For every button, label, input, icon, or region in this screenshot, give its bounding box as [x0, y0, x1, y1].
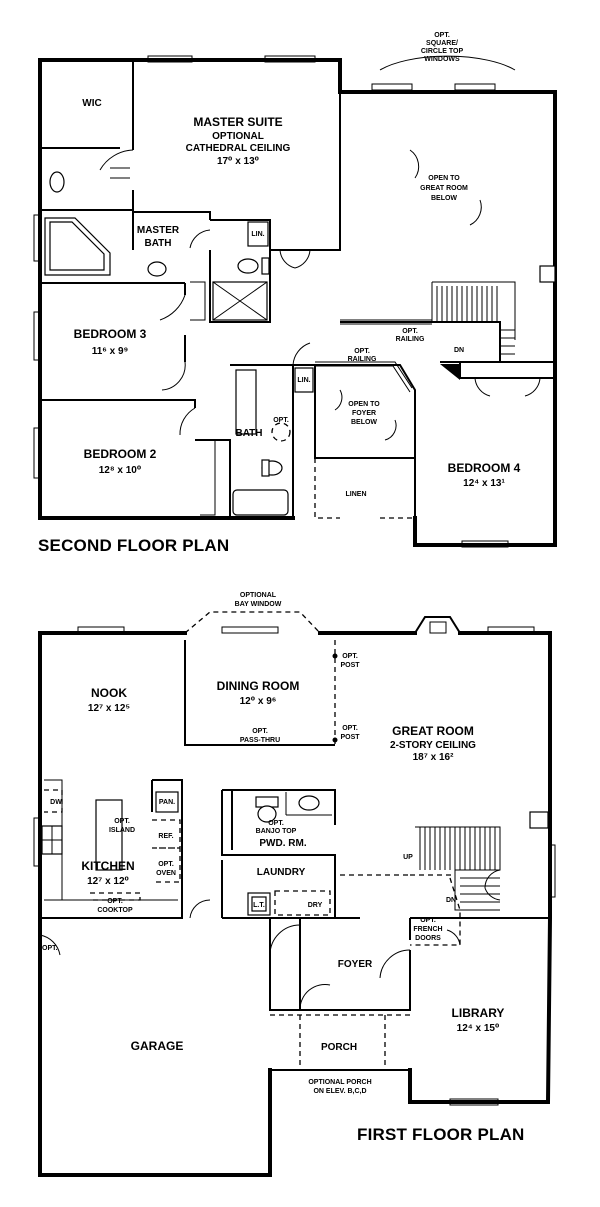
note-french-doors-1: OPT. — [420, 917, 436, 924]
label-ref: REF. — [158, 833, 173, 840]
label-porch: PORCH — [321, 1042, 357, 1053]
window — [221, 626, 279, 634]
label-dry: DRY — [308, 902, 323, 909]
note-opt-post-1a: OPT. — [342, 653, 358, 660]
label-bath: BATH — [235, 428, 262, 439]
note-opt-railing-1b: RAILING — [396, 336, 425, 343]
label-bedroom-3: BEDROOM 3 — [74, 327, 147, 341]
note-opt-post-2b: POST — [340, 734, 360, 741]
note-open-great-room-1: OPEN TO — [428, 175, 460, 182]
label-pan: PAN. — [159, 799, 175, 806]
sink-fixture — [49, 171, 65, 193]
note-open-great-room-3: BELOW — [431, 195, 457, 202]
label-great-room-dim: 18⁷ x 16² — [413, 752, 454, 763]
label-bedroom-2: BEDROOM 2 — [84, 447, 157, 461]
label-bedroom-4: BEDROOM 4 — [448, 461, 521, 475]
note-opt-railing-2b: RAILING — [348, 356, 377, 363]
label-linen: LINEN — [346, 491, 367, 498]
label-library: LIBRARY — [452, 1006, 505, 1020]
note-pass-thru-1: OPT. — [252, 728, 268, 735]
sink-fixture — [147, 261, 167, 277]
label-dining-room: DINING ROOM — [217, 679, 300, 693]
note-opt-tub: OPT. — [273, 417, 289, 424]
note-garage-opt: OPT. — [42, 945, 58, 952]
note-bay-window-2: BAY WINDOW — [235, 601, 282, 608]
label-master-suite: MASTER SUITE — [193, 115, 282, 129]
label-master-bath-2: BATH — [144, 238, 171, 249]
label-lin-2: LIN. — [297, 377, 310, 384]
note-square-windows-4: WINDOWS — [424, 56, 460, 63]
window — [371, 83, 413, 91]
stair-newel-post — [529, 811, 549, 829]
note-opt-island-2: ISLAND — [109, 827, 135, 834]
note-optional-porch-2: ON ELEV. B,C,D — [313, 1088, 366, 1095]
label-kitchen-dim: 12⁷ x 12⁰ — [87, 876, 129, 887]
note-opt-post-1b: POST — [340, 662, 360, 669]
tub-fixture — [232, 489, 289, 516]
label-lin-1: LIN. — [251, 231, 264, 238]
label-nook-dim: 12⁷ x 12⁵ — [88, 703, 130, 714]
note-french-doors-3: DOORS — [415, 935, 441, 942]
first-floor-title: FIRST FLOOR PLAN — [357, 1125, 525, 1144]
window — [454, 83, 496, 91]
note-opt-island-1: OPT. — [114, 818, 130, 825]
label-dining-room-dim: 12⁰ x 9⁶ — [240, 696, 277, 707]
label-wic: WIC — [82, 98, 101, 109]
label-great-room: GREAT ROOM — [392, 724, 474, 738]
note-open-foyer-2: FOYER — [352, 410, 376, 417]
second-floor-title: SECOND FLOOR PLAN — [38, 536, 229, 555]
note-square-windows-3: CIRCLE TOP — [421, 48, 464, 55]
label-foyer: FOYER — [338, 959, 373, 970]
note-pass-thru-2: PASS-THRU — [240, 737, 280, 744]
kitchen-island — [95, 799, 123, 871]
label-garage: GARAGE — [131, 1039, 184, 1053]
note-opt-railing-1a: OPT. — [402, 328, 418, 335]
note-dn-first-floor: DN — [446, 897, 456, 904]
sink-fixture — [298, 795, 320, 811]
label-nook: NOOK — [91, 686, 127, 700]
label-kitchen: KITCHEN — [81, 859, 134, 873]
note-opt-post-2a: OPT. — [342, 725, 358, 732]
label-master-bath-1: MASTER — [137, 225, 180, 236]
note-opt-oven-2: OVEN — [156, 870, 176, 877]
label-lt: L.T. — [253, 902, 265, 909]
note-opt-railing-2a: OPT. — [354, 348, 370, 355]
note-open-foyer-1: OPEN TO — [348, 401, 380, 408]
label-great-room-note: 2-STORY CEILING — [390, 740, 476, 751]
second-floor-plan — [33, 55, 557, 548]
note-up: UP — [403, 854, 413, 861]
label-master-suite-dim: 17⁰ x 13⁰ — [217, 156, 259, 167]
label-bedroom-2-dim: 12⁸ x 10⁰ — [99, 465, 141, 476]
opt-tub-marker — [271, 422, 291, 442]
note-dn-second-floor: DN — [454, 347, 464, 354]
label-laundry: LAUNDRY — [257, 867, 306, 878]
note-banjo-top-2: BANJO TOP — [256, 828, 297, 835]
label-bedroom-3-dim: 11⁶ x 9⁹ — [92, 346, 129, 357]
note-bay-window-1: OPTIONAL — [240, 592, 277, 599]
toilet-fixture — [237, 258, 259, 274]
stair-newel-post — [539, 265, 556, 283]
note-optional-porch-1: OPTIONAL PORCH — [308, 1079, 371, 1086]
note-open-great-room-2: GREAT ROOM — [420, 185, 468, 192]
label-master-suite-note-2: CATHEDRAL CEILING — [186, 143, 291, 154]
label-bedroom-4-dim: 12⁴ x 13¹ — [463, 478, 505, 489]
first-floor-plan — [33, 611, 556, 1177]
note-french-doors-2: FRENCH — [413, 926, 442, 933]
note-square-windows-2: SQUARE/ — [426, 40, 458, 47]
label-library-dim: 12⁴ x 15⁰ — [457, 1023, 500, 1034]
note-opt-oven-1: OPT. — [158, 861, 174, 868]
toilet-fixture — [257, 805, 277, 823]
label-pwd-rm: PWD. RM. — [259, 838, 306, 849]
washer-dryer — [274, 890, 331, 916]
label-dw: DW — [50, 799, 62, 806]
note-opt-cooktop-2: COOKTOP — [97, 907, 133, 914]
label-master-suite-note-1: OPTIONAL — [212, 131, 264, 142]
note-open-foyer-3: BELOW — [351, 419, 377, 426]
note-banjo-top-1: OPT. — [268, 820, 284, 827]
note-opt-cooktop-1: OPT. — [107, 898, 123, 905]
note-square-windows-1: OPT. — [434, 32, 450, 39]
